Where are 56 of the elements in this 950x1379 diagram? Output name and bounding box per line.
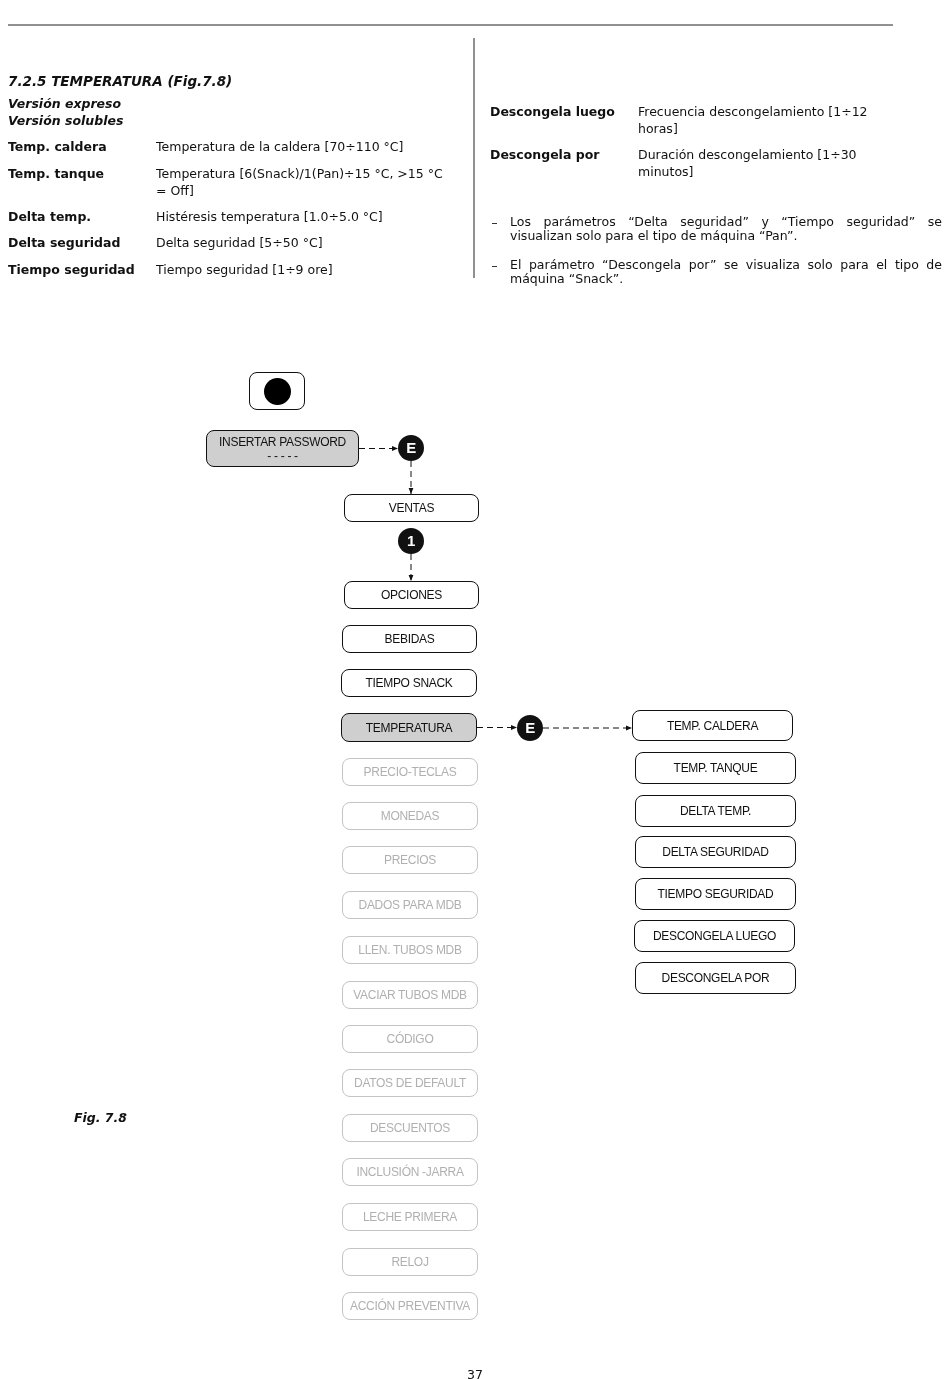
parameter-name: Descongela luego: [490, 103, 615, 120]
key-circle: 1: [398, 528, 424, 554]
parameter-name: Delta temp.: [8, 208, 92, 225]
parameter-name: Temp. tanque: [8, 165, 105, 182]
disabled-menu-item: DATOS DE DEFAULT: [342, 1069, 478, 1097]
disabled-menu-item: RELOJ: [342, 1248, 478, 1276]
note-text: El parámetro “Descongela por” se visualiza solo para el tipo de máquina “Snack”.: [510, 258, 942, 286]
parameter-description: Tiempo seguridad [1÷9 ore]: [156, 261, 334, 278]
menu-item: VENTAS: [344, 494, 479, 522]
disabled-menu-item: ACCIÓN PREVENTIVA: [342, 1292, 478, 1320]
menu-item: DELTA SEGURIDAD: [635, 836, 796, 868]
arrow: [408, 553, 414, 582]
menu-item: DESCONGELA LUEGO: [634, 920, 795, 952]
arrow: [408, 460, 414, 495]
parameter-name: Delta seguridad: [8, 234, 121, 251]
parameter-description: Duración descongelamiento [1÷30 minutos]: [638, 146, 858, 180]
menu-item: BEBIDAS: [342, 625, 477, 653]
arrow: [358, 446, 399, 451]
menu-item: TEMP. CALDERA: [632, 710, 793, 741]
menu-item: DELTA TEMP.: [635, 795, 796, 827]
disabled-menu-item: LECHE PRIMERA: [342, 1203, 478, 1231]
section-heading: 7.2.5 TEMPERATURA (Fig.7.8): [8, 73, 233, 90]
disabled-menu-item: MONEDAS: [342, 802, 478, 830]
figure-caption: Fig. 7.8: [74, 1109, 127, 1126]
parameter-name: Descongela por: [490, 146, 600, 163]
disabled-menu-item: PRECIO-TECLAS: [342, 758, 478, 786]
page-number: 37: [467, 1366, 483, 1379]
menu-item: DESCONGELA POR: [635, 962, 796, 994]
disabled-menu-item: INCLUSIÓN -JARRA: [342, 1158, 478, 1186]
parameter-name: Tiempo seguridad: [8, 261, 135, 278]
disabled-menu-item: DESCUENTOS: [342, 1114, 478, 1142]
subheading: Versión solubles: [8, 112, 124, 129]
parameter-description: Temperatura de la caldera [70÷110 °C]: [156, 138, 405, 155]
highlighted-menu-item: INSERTAR PASSWORD - - - - -: [206, 430, 359, 467]
menu-item: TEMP. TANQUE: [635, 752, 796, 784]
subheading: Versión expreso: [8, 95, 122, 112]
parameter-name: Temp. caldera: [8, 138, 107, 155]
menu-item: OPCIONES: [344, 581, 479, 609]
push-button: [249, 372, 305, 410]
disabled-menu-item: LLEN. TUBOS MDB: [342, 936, 478, 964]
parameter-description: Temperatura [6(Snack)/1(Pan)÷15 °C, >15 °C = Off]: [156, 165, 444, 199]
arrow: [476, 725, 518, 730]
key-circle: E: [517, 715, 543, 741]
disabled-menu-item: VACIAR TUBOS MDB: [342, 981, 478, 1009]
parameter-description: Frecuencia descongelamiento [1÷12 horas]: [638, 103, 869, 137]
disabled-menu-item: CÓDIGO: [342, 1025, 478, 1053]
disabled-menu-item: DADOS PARA MDB: [342, 891, 478, 919]
highlighted-menu-item: TEMPERATURA: [341, 713, 477, 742]
note-text: Los parámetros “Delta seguridad” y “Tiempo seguridad” se visualizan solo para el tipo de máquina “Pan”.: [510, 215, 942, 243]
parameter-description: Histéresis temperatura [1.0÷5.0 °C]: [156, 208, 384, 225]
disabled-menu-item: PRECIOS: [342, 846, 478, 874]
parameter-description: Delta seguridad [5÷50 °C]: [156, 234, 324, 251]
menu-item: TIEMPO SNACK: [341, 669, 477, 697]
arrow: [542, 725, 633, 731]
menu-item: TIEMPO SEGURIDAD: [635, 878, 796, 910]
key-circle: E: [398, 435, 424, 461]
